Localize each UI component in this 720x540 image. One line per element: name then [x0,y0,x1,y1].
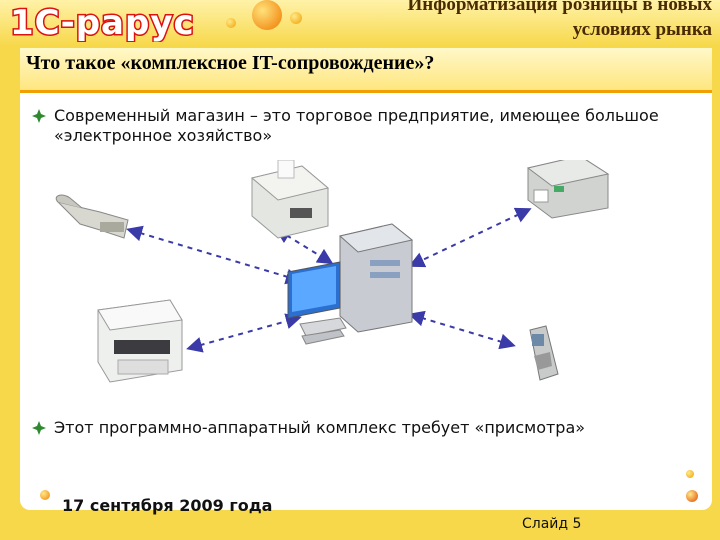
bullet-diamond-icon [32,109,46,123]
connection-arrow [408,207,532,268]
bullet-point: Современный магазин – это торговое предп… [32,106,672,146]
presentation-title-line2: условиях рынка [572,19,712,40]
connection-arrow [186,313,302,353]
decorative-dot [686,470,694,478]
barcode-scanner-icon [55,194,129,239]
decorative-dot [686,490,698,502]
decorative-orange-ball [252,0,282,30]
connection-arrow [408,310,516,350]
connection-arrow [126,225,302,285]
receipt-printer-icon [250,160,330,239]
bullet-text: Современный магазин – это торговое предп… [54,106,659,145]
decorative-small-ball [290,12,302,24]
footer-date: 17 сентября 2009 года [62,496,273,515]
bullet-diamond-icon [32,421,46,435]
decorative-dot [40,490,50,500]
header-band [0,0,720,46]
slide-title: Что такое «комплексное IT-сопровождение»… [26,52,435,74]
presentation-title: Информатизация розницы в новых условиях … [292,0,712,42]
equipment-diagram [55,160,610,383]
laser-printer-icon [97,299,183,383]
decorative-small-ball [226,18,236,28]
slide-number: Слайд 5 [522,516,582,532]
label-printer-icon [526,160,610,219]
bullet-point: Этот программно-аппаратный комплекс треб… [32,418,672,438]
svg-text:1С-рарус: 1С-рарус [10,3,195,42]
company-logo: 1С-рарус [9,2,196,42]
title-bar [20,48,712,93]
data-terminal-icon [529,325,559,381]
bullet-text: Этот программно-аппаратный комплекс треб… [54,418,586,437]
presentation-title-line1: Информатизация розницы в новых [407,0,712,15]
computer-server-icon [287,223,414,345]
